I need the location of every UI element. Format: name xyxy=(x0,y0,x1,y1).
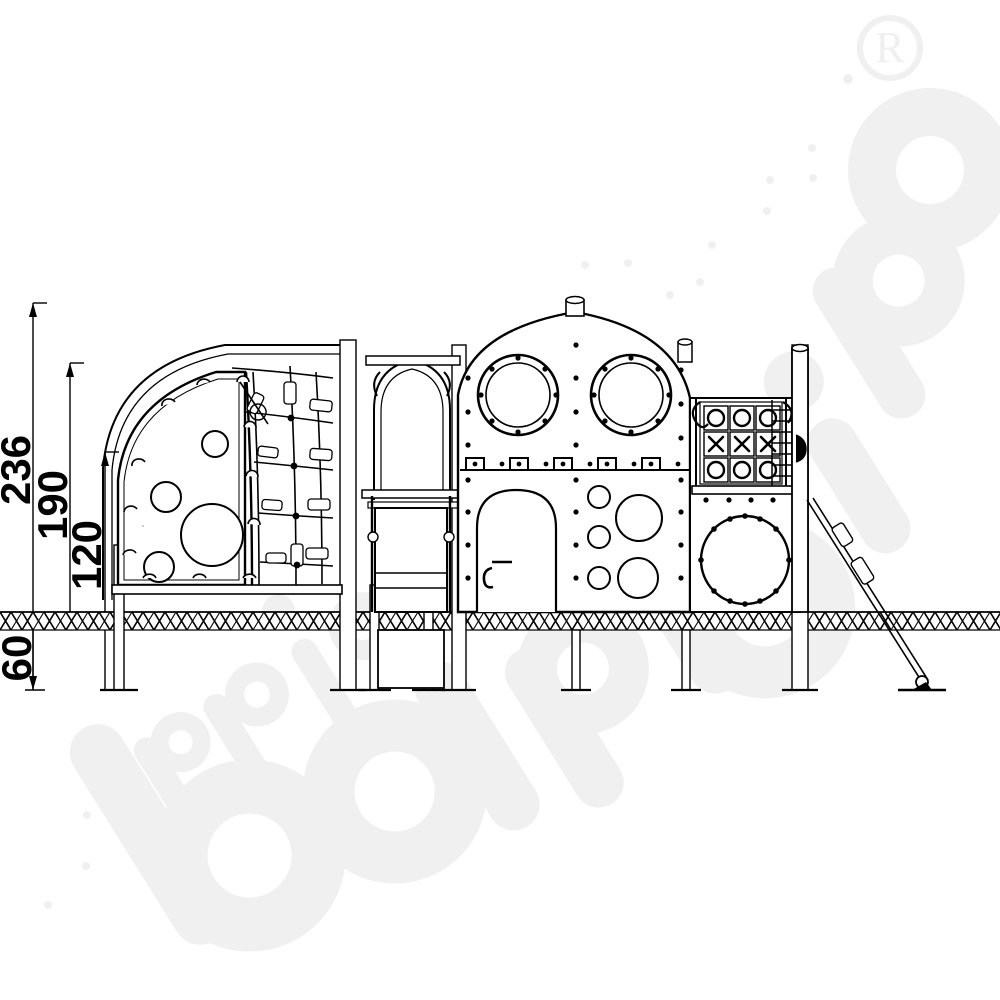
roof-post-cap xyxy=(565,295,585,317)
registered-mark-icon: R xyxy=(857,15,923,81)
panel-fixing-dots xyxy=(465,342,684,581)
castellated-band xyxy=(460,457,690,471)
rope-net xyxy=(231,365,334,586)
dimension-label-190: 190 xyxy=(29,470,76,540)
rope-ground-anchor xyxy=(898,675,946,692)
climb-rope-assembly xyxy=(791,343,946,692)
left-panel-board xyxy=(116,370,260,587)
door-handle-icon xyxy=(482,560,512,589)
panel-circle-holes xyxy=(587,485,663,599)
post-mid-2 xyxy=(671,629,701,692)
right-post-cap xyxy=(791,343,809,613)
post-mid-1 xyxy=(561,629,591,692)
ground-line xyxy=(0,611,1000,631)
svg-text:R: R xyxy=(875,23,905,72)
right-porthole xyxy=(698,513,792,607)
dimension-190 xyxy=(66,362,84,612)
main-panel xyxy=(456,295,693,614)
arched-door xyxy=(475,488,558,612)
right-roof-post-cap xyxy=(677,338,693,363)
dimension-labels: 236 190 120 60 xyxy=(0,435,110,681)
watermark-dots xyxy=(44,74,853,909)
porthole-right xyxy=(589,353,673,437)
porthole-left xyxy=(476,353,560,437)
stair-tower xyxy=(361,355,465,689)
dimension-label-60: 60 xyxy=(0,635,40,682)
left-arch-base-beam xyxy=(111,584,343,595)
left-panel-fixings xyxy=(122,375,261,579)
dimension-label-236: 236 xyxy=(0,435,39,505)
right-activity-panel xyxy=(689,397,801,613)
post-stair-a xyxy=(330,339,366,692)
left-climbing-arch xyxy=(102,344,343,600)
